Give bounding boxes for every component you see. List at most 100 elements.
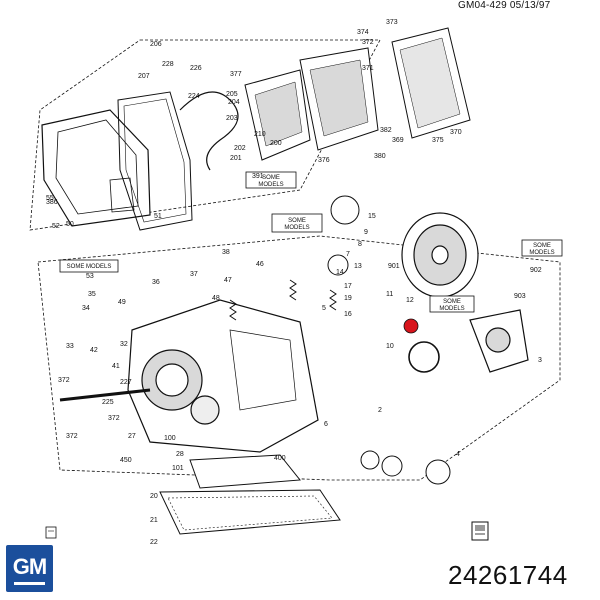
callout-label: 382: [380, 127, 392, 134]
upper-group-outline: [29, 39, 381, 231]
valve-body-right: [299, 47, 379, 151]
wiring-harness: [179, 91, 239, 171]
torque-converter: [401, 212, 479, 298]
gm-logo-text: GM: [12, 554, 47, 579]
callout-label: 450: [120, 457, 132, 464]
callout-label: 49: [118, 299, 126, 306]
diagram-code: GM04-429: [458, 0, 507, 11]
callout-label: 35: [88, 291, 96, 298]
callout-label: 200: [270, 140, 282, 147]
callout-label: 207: [138, 73, 150, 80]
callout-label: 9: [364, 229, 368, 236]
callout-label: 225: [102, 399, 114, 406]
callout-label: 228: [162, 61, 174, 68]
callout-label: 377: [230, 71, 242, 78]
callout-label: 201: [230, 155, 242, 162]
part-number: 24261744: [448, 560, 568, 590]
o-ring: [408, 341, 440, 373]
callout-label: 8: [358, 241, 362, 248]
callout-label: 202: [234, 145, 246, 152]
some-models-line1: SOME: [262, 175, 280, 181]
callout-label: 51: [154, 213, 162, 220]
servo-assembly: [327, 195, 451, 485]
callout-label: 369: [392, 137, 404, 144]
callout-label: 204: [228, 99, 240, 106]
callout-label: 34: [82, 305, 90, 312]
callout-label: 33: [66, 343, 74, 350]
callout-label: 20: [150, 493, 158, 500]
callout-label: 901: [388, 263, 400, 270]
oil-pump: [469, 309, 529, 373]
callout-label: 376: [318, 157, 330, 164]
callout-label: 55: [46, 195, 54, 202]
callouts: 206 228 207 226 224 205 204 203 202 201 …: [46, 19, 542, 546]
callout-label: 10: [386, 343, 394, 350]
callout-label: 101: [172, 465, 184, 472]
callout-label: 14: [336, 269, 344, 276]
callout-label: 47: [224, 277, 232, 284]
callout-label: 224: [188, 93, 200, 100]
callout-label: 6: [324, 421, 328, 428]
callout-label: 21: [150, 517, 158, 524]
some-models-line1: SOME: [533, 243, 551, 249]
gm-logo: GM: [6, 545, 53, 592]
callout-label: 372: [58, 377, 70, 384]
callout-label: 226: [190, 65, 202, 72]
callout-label: 38: [222, 249, 230, 256]
callout-label: 41: [112, 363, 120, 370]
callout-label: 19: [344, 295, 352, 302]
oil-pan: [41, 109, 151, 227]
some-models-box-3: SOME MODELS: [59, 259, 119, 273]
some-models-line1: SOME: [443, 299, 461, 305]
callout-label: 13: [354, 263, 362, 270]
callout-label: 5: [322, 305, 326, 312]
callout-label: 12: [406, 297, 414, 304]
callout-label: 902: [530, 267, 542, 274]
spring-stack: [229, 279, 337, 321]
callout-label: 3: [538, 357, 542, 364]
callout-label: 11: [386, 291, 393, 298]
callout-label: 53: [86, 273, 94, 280]
gm-logo-underline: [14, 582, 45, 585]
manual-icon: [45, 526, 57, 539]
callout-label: 100: [164, 435, 176, 442]
highlighted-seal: [403, 318, 419, 334]
bottom-pan-gasket: [159, 489, 341, 535]
callout-label: 16: [344, 311, 352, 318]
callout-label: 36: [152, 279, 160, 286]
pan-gasket: [117, 91, 193, 231]
oil-filter: [189, 454, 301, 489]
some-models-line2: MODELS: [258, 182, 283, 188]
callout-label: 903: [514, 293, 526, 300]
callout-label: 400: [274, 455, 286, 462]
separator-plate: [391, 27, 471, 139]
callout-label: 42: [90, 347, 98, 354]
some-models-line1: SOME: [288, 218, 306, 224]
callout-label: 372: [108, 415, 120, 422]
callout-label: 15: [368, 213, 376, 220]
callout-label: 372: [362, 39, 374, 46]
callout-label: 27: [128, 433, 136, 440]
callout-label: 52: [52, 223, 60, 230]
valve-body-left: [244, 69, 311, 161]
some-models-inline: SOME MODELS: [67, 264, 112, 270]
callout-label: 206: [150, 41, 162, 48]
callout-label: 7: [346, 251, 350, 258]
some-models-line2: MODELS: [529, 250, 554, 256]
callout-label: 48: [212, 295, 220, 302]
callout-label: 28: [176, 451, 184, 458]
callout-label: 17: [344, 283, 352, 290]
callout-label: 374: [357, 29, 369, 36]
some-models-box-5: SOME MODELS: [521, 239, 563, 257]
callout-label: 32: [120, 341, 128, 348]
some-models-box-2: SOME MODELS: [245, 171, 297, 189]
some-models-line2: MODELS: [439, 306, 464, 312]
diagram-header: GM04-429 05/13/97: [458, 0, 550, 11]
transmission-case: [127, 299, 319, 453]
callout-label: 210: [254, 131, 266, 138]
callout-label: 371: [362, 65, 374, 72]
callout-label: 22: [150, 539, 158, 546]
callout-label: 2: [378, 407, 382, 414]
callout-label: 380: [374, 153, 386, 160]
